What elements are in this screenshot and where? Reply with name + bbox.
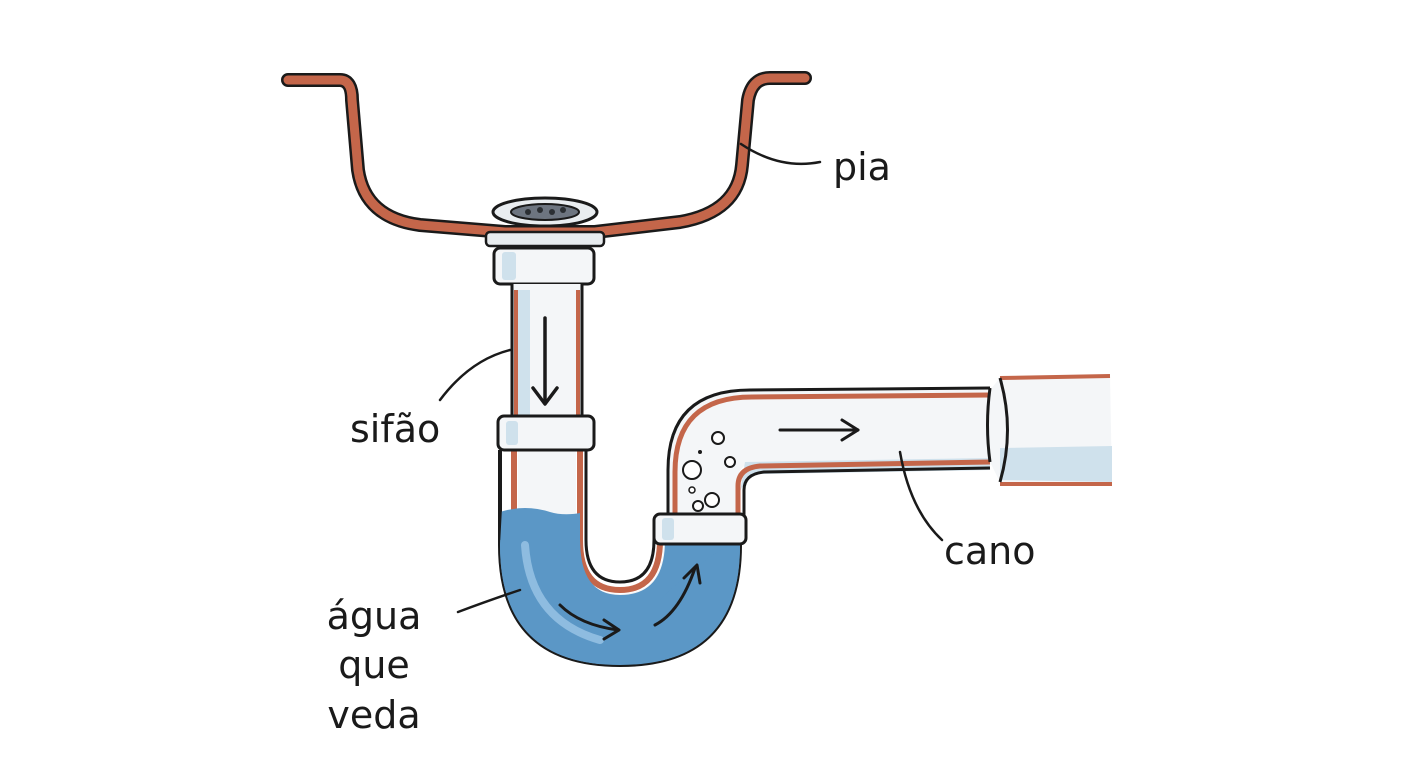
label-water-line1: água: [326, 594, 422, 638]
leader-pia: [739, 142, 822, 166]
label-trap: sifão: [350, 407, 441, 451]
top-collar: [492, 246, 596, 286]
drain-strainer-icon: [484, 196, 606, 248]
leader-agua: [456, 588, 522, 614]
label-sink: pia: [833, 145, 891, 189]
flow-arrow-icon: [531, 316, 559, 406]
label-water-seal: água que veda: [290, 592, 458, 740]
leader-cano: [898, 450, 944, 542]
label-water-line2: que veda: [327, 643, 421, 737]
leader-sifao: [438, 348, 512, 402]
tailpiece-pipe: [510, 284, 584, 420]
leader-lines: [438, 142, 944, 614]
slip-nut-right: [652, 512, 748, 546]
slip-nut-left: [496, 414, 596, 452]
wall-pipe: [986, 374, 1112, 486]
label-pipe: cano: [944, 529, 1036, 573]
bubbles-icon: [682, 431, 736, 512]
elbow-pipe: [666, 386, 991, 520]
